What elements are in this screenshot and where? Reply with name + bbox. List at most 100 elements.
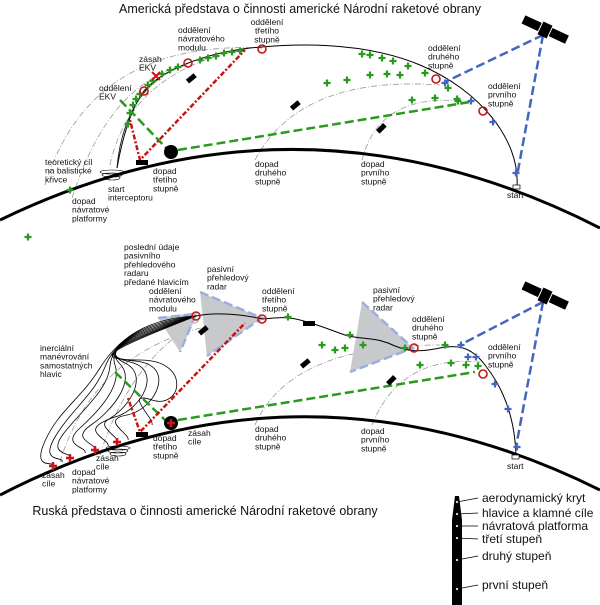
tracking-cross-icon xyxy=(504,405,512,413)
tracking-cross-icon xyxy=(389,57,397,65)
label-line: cíle xyxy=(188,437,202,447)
tracking-cross-icon xyxy=(404,62,412,70)
label-line: cíle xyxy=(42,479,56,489)
label-line: radaru xyxy=(124,268,149,278)
tracking-cross-icon xyxy=(318,341,326,349)
tracking-cross-icon xyxy=(129,101,137,109)
legend-leader xyxy=(456,584,479,590)
top-title: Americká představa o činnosti americké N… xyxy=(119,2,482,16)
tracking-cross-icon xyxy=(341,344,349,352)
tracking-cross-icon xyxy=(416,361,424,369)
label-line: teoretický cíl xyxy=(45,157,92,167)
label-line: oddělení xyxy=(178,25,211,35)
tracking-cross-icon xyxy=(491,380,499,388)
label-line: dopad xyxy=(361,159,385,169)
label-line: dopad xyxy=(255,159,279,169)
tracking-cross-icon xyxy=(396,71,404,79)
tracking-cross-icon xyxy=(512,169,520,177)
green-links xyxy=(119,99,471,153)
tracking-cross-icon xyxy=(441,341,449,349)
label-line: dopad xyxy=(72,467,96,477)
tracking-cross-icon xyxy=(421,69,429,77)
tracking-cross-icon xyxy=(66,186,74,194)
label-line: pasivního xyxy=(124,251,161,261)
warhead-path xyxy=(104,315,197,443)
label-line: pasivní xyxy=(207,264,235,274)
label-line: stupně xyxy=(488,359,514,369)
legend-label: první stupeň xyxy=(482,578,548,592)
bottom-title: Ruská představa o činnosti americké Náro… xyxy=(32,504,378,518)
label-line: modulu xyxy=(149,303,177,313)
warhead-path xyxy=(57,315,197,459)
label-line: EKV xyxy=(139,63,156,73)
label-line: hlavic xyxy=(40,369,62,379)
tracking-cross-icon xyxy=(24,233,32,241)
target-hits xyxy=(49,419,175,470)
label-line: stupně xyxy=(255,176,281,186)
tracking-cross-icon xyxy=(323,79,331,87)
label-line: zásah xyxy=(96,453,119,463)
label-line: druhého xyxy=(428,52,459,62)
label-line: dopad xyxy=(255,424,279,434)
label-line: předané hlavicím xyxy=(124,277,189,287)
tracking-cross-icon xyxy=(489,118,497,126)
label-line: start xyxy=(507,190,524,200)
tracking-cross-icon xyxy=(204,54,212,62)
separation-markers xyxy=(139,44,488,116)
earth-surface-bottom xyxy=(0,415,600,497)
intercept-x-icon xyxy=(151,71,161,81)
missile-trajectory-bottom xyxy=(195,313,517,457)
label-line: oddělení xyxy=(488,342,521,352)
label-line: třetího xyxy=(262,295,286,305)
label-line: oddělení xyxy=(412,314,445,324)
label-line: přehledového xyxy=(124,259,176,269)
tracking-cross-icon xyxy=(462,361,470,369)
label-line: manévrování xyxy=(40,352,90,362)
satellite-links xyxy=(444,33,545,177)
label-line: radar xyxy=(207,281,227,291)
legend-dot xyxy=(455,524,459,528)
bottom-panel xyxy=(0,281,600,497)
tracking-cross-icon xyxy=(284,313,292,321)
legend-leader xyxy=(456,497,479,503)
label-line: dopad xyxy=(153,166,177,176)
tracking-cross-icon xyxy=(166,66,174,74)
tracking-cross-icon xyxy=(454,97,462,105)
label-line: stupně xyxy=(412,331,438,341)
label-line: pasivní xyxy=(373,285,401,295)
legend-dot xyxy=(455,587,459,591)
label-line: zásah xyxy=(42,470,65,480)
label-line: přehledový xyxy=(373,294,415,304)
label-line: dopad xyxy=(153,433,177,443)
legend-label: hlavice a klamné cíle xyxy=(482,506,594,520)
tracking-cross-icon xyxy=(343,76,351,84)
label-line: druhého xyxy=(255,168,286,178)
label-line: interceptoru xyxy=(108,193,153,203)
legend-label: třetí stupeň xyxy=(482,532,542,546)
tracking-cross-icon xyxy=(358,50,366,58)
label-line: oddělení xyxy=(428,43,461,53)
spent-stages-bottom xyxy=(136,321,397,437)
legend-leader xyxy=(456,537,479,540)
tracking-cross-icon xyxy=(474,362,482,370)
tracking-crosses-bottom xyxy=(284,313,521,451)
label-line: oddělení xyxy=(488,81,521,91)
label-line: návratového xyxy=(178,34,225,44)
satellite-icon xyxy=(521,281,569,310)
label-line: stupně xyxy=(153,183,179,193)
label-line: start xyxy=(507,461,524,471)
tracking-cross-icon xyxy=(447,359,455,367)
label-line: oddělení xyxy=(149,286,182,296)
